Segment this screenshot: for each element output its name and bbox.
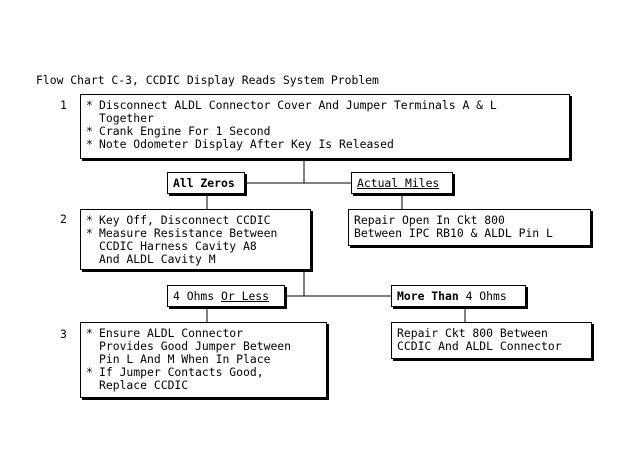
four-ohms-text-2: 4 Ohms: [465, 289, 507, 303]
repair-open-box: Repair Open In Ckt 800 Between IPC RB10 …: [348, 209, 591, 246]
step-2-line-1: Key Off, Disconnect CCDIC: [99, 213, 271, 227]
more-than-4-ohms-box: More Than 4 Ohms: [391, 285, 526, 307]
step-1-line-1: Disconnect ALDL Connector Cover And Jump…: [99, 98, 497, 112]
bullet-icon: *: [86, 98, 93, 112]
bullet-icon: *: [86, 365, 93, 379]
step-3-line-4: If Jumper Contacts Good,: [99, 365, 264, 379]
step-number-1: 1: [60, 98, 67, 112]
more-than-4-ohms-label: More Than 4 Ohms: [397, 290, 507, 303]
four-ohms-or-less-label: 4 Ohms Or Less: [173, 290, 269, 303]
repair-open-line-1: Repair Open In Ckt 800: [354, 213, 505, 227]
repair-open-line-2: Between IPC RB10 & ALDL Pin L: [354, 226, 553, 240]
step-3-line-2: Provides Good Jumper Between: [99, 339, 292, 353]
bullet-icon: *: [86, 213, 93, 227]
all-zeros-label: All Zeros: [173, 176, 235, 190]
step-3-line-1: Ensure ALDL Connector: [99, 326, 244, 340]
four-ohms-text: 4 Ohms: [173, 289, 215, 303]
or-less-text: Or Less: [221, 289, 270, 303]
step-2-line-2: Measure Resistance Between: [99, 226, 278, 240]
bullet-icon: *: [86, 124, 93, 138]
step-1-line-2: Together: [99, 111, 154, 125]
actual-miles-box: Actual Miles: [351, 172, 453, 194]
step-3-line-3: Pin L And M When In Place: [99, 352, 271, 366]
step-2-line-3: CCDIC Harness Cavity A8: [99, 239, 257, 253]
step-number-3: 3: [60, 327, 67, 341]
all-zeros-box: All Zeros: [167, 172, 245, 194]
step-1-line-4: Note Odometer Display After Key Is Relea…: [99, 137, 394, 151]
bullet-icon: *: [86, 137, 93, 151]
step-3-box: * Ensure ALDL Connector Provides Good Ju…: [80, 322, 327, 398]
page-title: Flow Chart C-3, CCDIC Display Reads Syst…: [36, 73, 379, 87]
repair-ckt-line-1: Repair Ckt 800 Between: [397, 326, 548, 340]
step-2-line-4: And ALDL Cavity M: [99, 252, 216, 266]
actual-miles-label: Actual Miles: [357, 176, 440, 190]
repair-ckt-box: Repair Ckt 800 Between CCDIC And ALDL Co…: [391, 322, 592, 359]
bullet-icon: *: [86, 226, 93, 240]
step-1-line-3: Crank Engine For 1 Second: [99, 124, 271, 138]
step-number-2: 2: [60, 212, 67, 226]
repair-ckt-line-2: CCDIC And ALDL Connector: [397, 339, 562, 353]
four-ohms-or-less-box: 4 Ohms Or Less: [167, 285, 285, 307]
step-3-line-5: Replace CCDIC: [99, 378, 189, 392]
more-than-text: More Than: [397, 289, 459, 303]
bullet-icon: *: [86, 326, 93, 340]
step-2-box: * Key Off, Disconnect CCDIC * Measure Re…: [80, 209, 311, 270]
step-1-box: * Disconnect ALDL Connector Cover And Ju…: [80, 94, 570, 159]
